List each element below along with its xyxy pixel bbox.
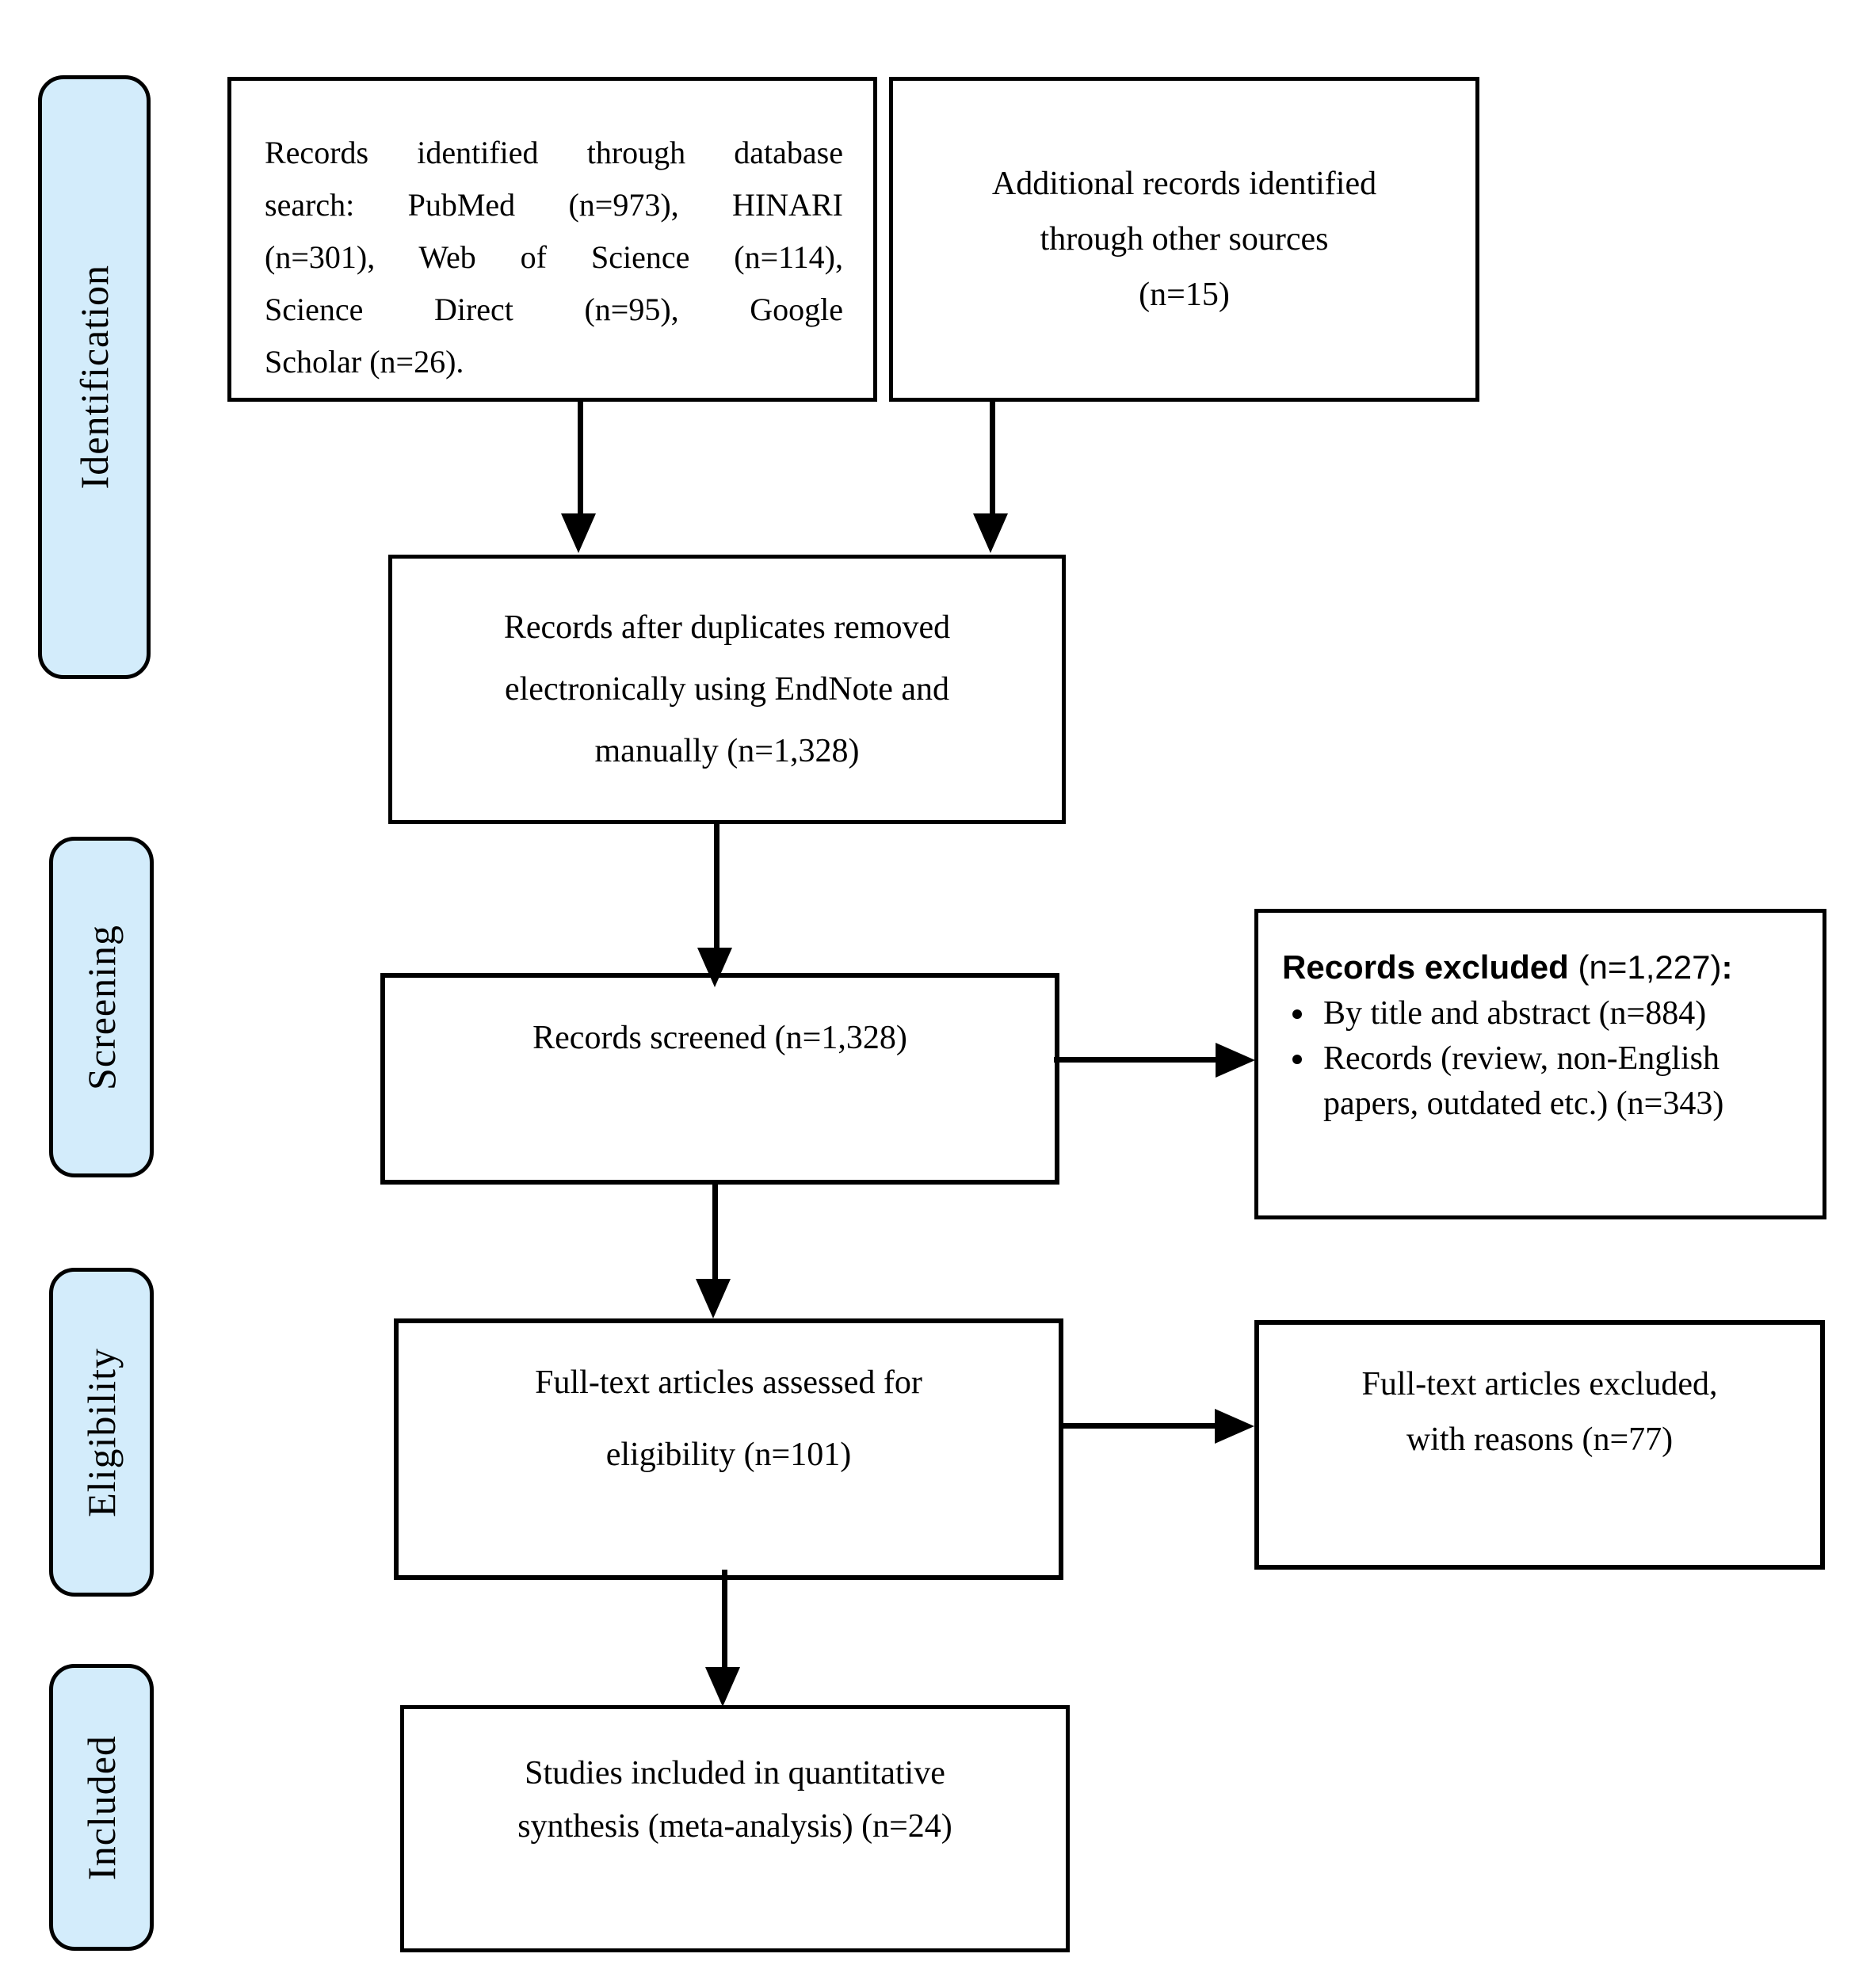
box-records-excluded-heading: Records excluded (n=1,227): — [1282, 944, 1802, 990]
arrow-down-icon — [696, 1279, 731, 1318]
box-duplicates-removed-line: manually (n=1,328) — [594, 733, 860, 769]
box-studies-included: Studies included in quantitative synthes… — [400, 1705, 1070, 1952]
records-excluded-bullet: Records (review, non-English papers, out… — [1317, 1036, 1802, 1127]
stage-eligibility: Eligibility — [49, 1268, 154, 1597]
box-duplicates-removed-line: Records after duplicates removed — [503, 609, 951, 646]
records-excluded-bullet: By title and abstract (n=884) — [1317, 991, 1802, 1036]
box-fulltext-assessed-line: eligibility (n=101) — [605, 1437, 852, 1473]
box-fulltext-excluded-line: with reasons (n=77) — [1406, 1421, 1674, 1458]
arrow-down-icon — [561, 513, 596, 553]
box-records-identified: Records identified through database sear… — [227, 77, 877, 402]
stage-identification: Identification — [38, 75, 151, 679]
stage-included: Included — [49, 1664, 154, 1951]
box-records-identified-line: Science Direct (n=95), Google — [265, 292, 843, 327]
box-additional-records-line: (n=15) — [1139, 277, 1230, 313]
arrow-down-icon — [697, 948, 732, 987]
records-excluded-heading-bold: Records excluded — [1282, 948, 1569, 986]
records-excluded-heading-count: (n=1,227) — [1568, 948, 1722, 986]
box-records-screened-text: Records screened (n=1,328) — [532, 1020, 907, 1056]
stage-screening-label: Screening — [79, 924, 124, 1090]
stage-eligibility-label: Eligibility — [79, 1347, 124, 1517]
box-duplicates-removed-line: electronically using EndNote and — [505, 671, 949, 708]
box-studies-included-line: Studies included in quantitative — [525, 1755, 945, 1791]
box-records-identified-line: Records identified through database — [265, 135, 843, 170]
box-additional-records-line: Additional records identified — [991, 166, 1377, 202]
arrow-line — [1054, 1057, 1219, 1063]
stage-identification-label: Identification — [72, 265, 116, 490]
arrow-line — [990, 398, 995, 517]
arrow-line — [1062, 1423, 1216, 1429]
arrow-line — [712, 1181, 718, 1282]
arrow-down-icon — [973, 513, 1008, 553]
box-records-excluded: Records excluded (n=1,227): By title and… — [1254, 909, 1826, 1219]
box-records-identified-line: Scholar (n=26). — [265, 344, 464, 380]
records-excluded-bullet-list: By title and abstract (n=884) Records (r… — [1282, 991, 1802, 1127]
box-records-identified-line: search: PubMed (n=973), HINARI — [265, 187, 843, 223]
arrow-line — [578, 398, 583, 517]
stage-screening: Screening — [49, 837, 154, 1177]
box-additional-records: Additional records identified through ot… — [889, 77, 1479, 402]
records-excluded-heading-colon: : — [1721, 948, 1733, 986]
box-fulltext-excluded-line: Full-text articles excluded, — [1361, 1366, 1718, 1402]
arrow-right-icon — [1215, 1409, 1254, 1444]
box-fulltext-excluded: Full-text articles excluded, with reason… — [1254, 1320, 1825, 1570]
arrow-down-icon — [705, 1667, 740, 1707]
box-duplicates-removed: Records after duplicates removed electro… — [388, 555, 1066, 824]
box-records-screened: Records screened (n=1,328) — [380, 973, 1059, 1185]
stage-included-label: Included — [79, 1734, 124, 1880]
arrow-line — [714, 822, 719, 951]
box-additional-records-line: through other sources — [1040, 221, 1329, 258]
arrow-line — [722, 1570, 727, 1670]
box-fulltext-assessed-line: Full-text articles assessed for — [535, 1364, 922, 1401]
box-records-identified-line: (n=301), Web of Science (n=114), — [265, 239, 843, 275]
arrow-right-icon — [1216, 1043, 1255, 1078]
box-fulltext-assessed: Full-text articles assessed for eligibil… — [394, 1318, 1063, 1580]
box-studies-included-line: synthesis (meta-analysis) (n=24) — [517, 1808, 952, 1845]
